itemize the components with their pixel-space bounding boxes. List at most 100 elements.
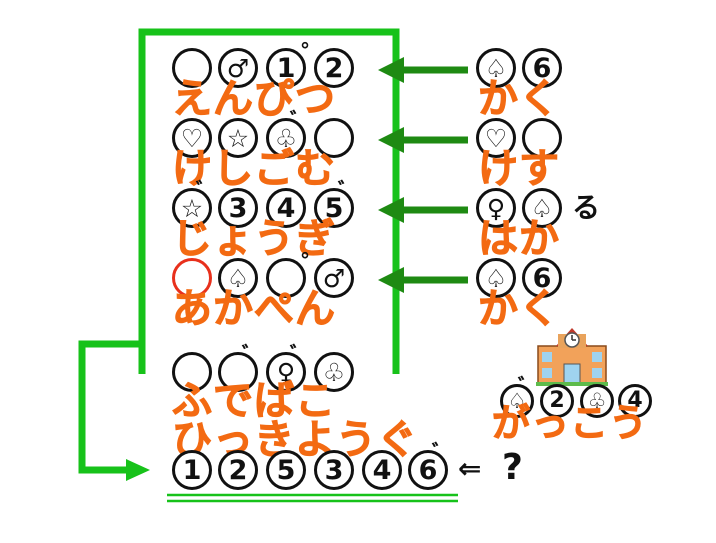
puzzle-circle: 5゛ (314, 180, 358, 228)
clue-word: けす (478, 146, 560, 192)
puzzle-circle: ♂ (218, 48, 258, 88)
circle-number: 4 (372, 454, 392, 486)
clue-suffix: る (572, 191, 601, 224)
puzzle-circle: 2 (314, 48, 354, 88)
flow-line (78, 340, 142, 474)
circle-number: 4 (627, 388, 643, 413)
puzzle-circle: ♡ (476, 118, 516, 158)
puzzle-circle: 3 (314, 450, 354, 490)
circle-symbol: ♂ (322, 263, 346, 293)
dakuten-mark: ゛ (290, 342, 310, 366)
puzzle-circle: 4 (362, 450, 402, 490)
circle-symbol: ♤ (484, 53, 508, 83)
puzzle-circle (172, 258, 212, 298)
dakuten-mark: ゛ (432, 440, 452, 464)
dakuten-mark: ゛ (338, 178, 358, 202)
puzzle-circle: ♤ (476, 48, 516, 88)
puzzle-circle: ♂ (314, 258, 354, 298)
puzzle-circle: 3 (218, 188, 258, 228)
puzzle-circle: 2 (218, 450, 258, 490)
circle-number: 2 (228, 454, 248, 486)
dakuten-mark: ゛ (242, 342, 262, 366)
handakuten-mark: ° (300, 38, 310, 62)
row-word: けしごむ (172, 146, 336, 192)
school-icon (536, 328, 608, 386)
circle-number: 2 (324, 52, 344, 84)
puzzle-circle: ♀ (476, 188, 516, 228)
puzzle-circle: 6 (522, 258, 562, 298)
dakuten-mark: ゛ (196, 178, 216, 202)
puzzle-circle: ♀゛ (266, 344, 310, 392)
circle-number: 5 (324, 192, 344, 224)
circle-number: 1 (276, 52, 296, 84)
puzzle-circle: ♤゛ (500, 376, 538, 418)
circle-symbol: ♀ (276, 357, 296, 387)
puzzle-circle: ♧ (314, 352, 354, 392)
circle-number: 2 (549, 388, 565, 413)
circle-symbol: ♂ (226, 53, 250, 83)
circle-number: 5 (276, 454, 296, 486)
puzzle-circle (172, 352, 212, 392)
circle-symbol: ♧ (274, 123, 298, 153)
row-word: ふでばこ (172, 378, 336, 424)
circle-number: 1 (182, 454, 202, 486)
circle-number: 3 (324, 454, 344, 486)
puzzle-circle: ♤ (522, 188, 562, 228)
circle-symbol: ♡ (484, 123, 508, 153)
circle-symbol: ♧ (587, 388, 607, 413)
puzzle-circle: 1° (266, 40, 310, 88)
row-word: あかぺん (172, 286, 336, 332)
row-word: じょうぎ (172, 216, 336, 262)
puzzle-circle (172, 48, 212, 88)
clue-arrowhead (378, 57, 404, 83)
circle-symbol: ♤ (507, 388, 527, 413)
puzzle-circle: ♤ (476, 258, 516, 298)
puzzle-circle: 4 (618, 384, 652, 418)
puzzle-circle: ☆゛ (172, 180, 216, 228)
puzzle-circle: 1 (172, 450, 212, 490)
puzzle-circle: ☆ (218, 118, 258, 158)
clue-arrowhead (378, 267, 404, 293)
handakuten-mark: ° (300, 248, 310, 272)
puzzle-circle: ♧゛ (266, 110, 310, 158)
circle-number: 4 (276, 192, 296, 224)
circle-symbol: ♤ (484, 263, 508, 293)
school-word: がっこう (491, 401, 649, 445)
answer-pointer: ⇐ (458, 452, 482, 485)
circle-number: 6 (532, 52, 552, 84)
puzzle-circle: 6゛ (408, 442, 452, 490)
puzzle-circle: ♧ (580, 384, 614, 418)
puzzle-circle: ♤ (218, 258, 258, 298)
circle-symbol: ♡ (180, 123, 204, 153)
circle-number: 6 (532, 262, 552, 294)
puzzle-circle: 5 (266, 450, 306, 490)
clue-word: はか (478, 216, 560, 262)
circle-symbol: ☆ (180, 193, 204, 223)
clue-arrowhead (378, 127, 404, 153)
puzzle-circle (314, 118, 354, 158)
circle-symbol: ♤ (530, 193, 554, 223)
circle-symbol: ♤ (226, 263, 250, 293)
question-mark: ? (502, 447, 523, 488)
puzzle-circle: 4 (266, 188, 306, 228)
puzzle-circle: ° (266, 250, 310, 298)
dakuten-mark: ゛ (290, 108, 310, 132)
circle-number: 3 (228, 192, 248, 224)
clue-word: かく (478, 286, 560, 332)
puzzle-circle: ゛ (218, 344, 262, 392)
row-word: えんぴつ (172, 76, 336, 122)
dakuten-mark: ゛ (518, 374, 538, 398)
circle-symbol: ☆ (226, 123, 250, 153)
clue-word: かく (478, 76, 560, 122)
puzzle-circle: ♡ (172, 118, 212, 158)
circle-number: 6 (418, 454, 438, 486)
puzzle-circle: 6 (522, 48, 562, 88)
clue-arrowhead (378, 197, 404, 223)
puzzle-circle (522, 118, 562, 158)
circle-symbol: ♀ (486, 193, 506, 223)
circle-symbol: ♧ (322, 357, 346, 387)
flow-arrowhead (126, 459, 150, 481)
puzzle-circle: 2 (540, 384, 574, 418)
